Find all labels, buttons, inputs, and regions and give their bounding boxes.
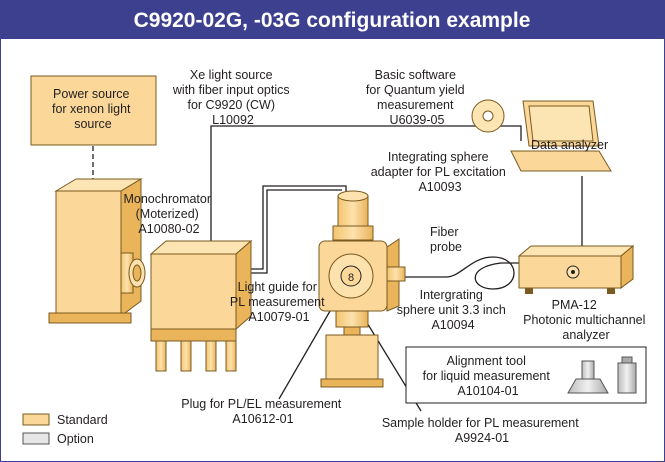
page-title: C9920-02G, -03G configuration example — [134, 9, 531, 32]
legend: Standard Option — [22, 413, 108, 446]
xe-light-source — [48, 178, 146, 324]
light-guide-cable — [241, 185, 347, 270]
integrating-sphere-adapter — [332, 190, 374, 241]
pma-label: PMA-12 Photonic multichannel analyzer — [523, 298, 649, 342]
power-source-label: Power source for xenon light source — [52, 87, 134, 131]
sample-holder-label: Sample holder for PL measurement A9924-0… — [382, 416, 582, 445]
alignment-cell-icon — [617, 356, 637, 394]
fiber-probe-label: Fiber probe — [430, 225, 462, 254]
legend-option-swatch — [22, 432, 50, 445]
plug-leader — [278, 298, 338, 400]
fiber-probe-cable — [404, 256, 521, 290]
light-guide-cable-inner — [237, 189, 342, 274]
title-bar — [1, 1, 664, 39]
power-source-box — [30, 75, 157, 146]
xe-fiber-cable — [210, 125, 522, 241]
alignment-tool-label: Alignment tool for liquid measurement A1… — [423, 354, 554, 398]
legend-standard-label: Standard — [57, 413, 108, 427]
pma-analyzer — [517, 244, 635, 294]
software-label: Basic software for Quantum yield measure… — [366, 68, 468, 127]
legend-option-label: Option — [57, 432, 94, 446]
svg-text:8: 8 — [348, 272, 354, 284]
alignment-tool-box — [405, 346, 647, 404]
adapter-label: Integrating sphere adapter for PL excita… — [371, 150, 510, 194]
software-cd — [471, 99, 505, 133]
monochromator — [149, 239, 253, 372]
plug-label: Plug for PL/EL measurement A10612-01 — [181, 397, 345, 426]
data-analyzer-label: Data analyzer — [531, 138, 608, 152]
sphere-unit-label: Intergrating sphere unit 3.3 inch A10094 — [397, 288, 510, 332]
alignment-funnel-icon — [567, 360, 609, 394]
light-guide-label: Light guide for PL measurement A10079-01 — [230, 280, 328, 324]
legend-standard-swatch — [22, 413, 50, 426]
integrating-sphere-unit: 8 — [318, 238, 406, 388]
xe-light-source-label: Xe light source with fiber input optics … — [172, 68, 293, 127]
monochromator-label: Monochromator (Moterized) A10080-02 — [123, 192, 214, 236]
laptop-data-analyzer — [510, 100, 612, 172]
